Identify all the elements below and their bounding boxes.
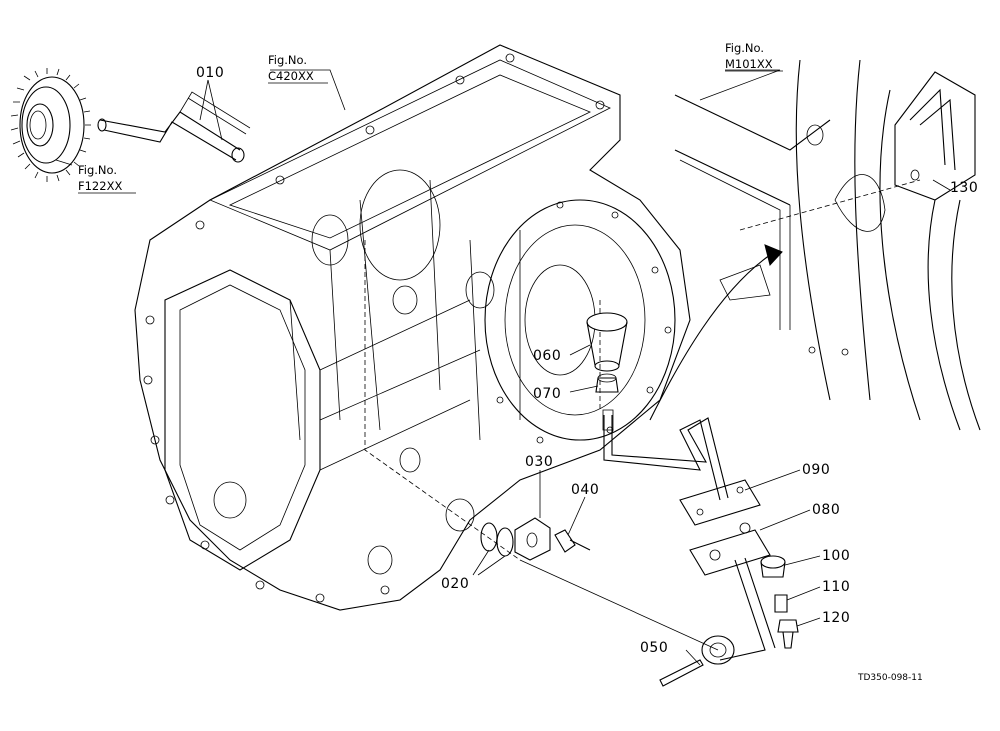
callout-010: 010	[196, 65, 224, 81]
shift-lever-shaft-drawing	[97, 79, 251, 163]
callout-100: 100	[822, 548, 850, 564]
callout-080: 080	[812, 502, 840, 518]
knob-drawing	[586, 312, 628, 372]
drawing-code: TD350-098-11	[857, 673, 923, 683]
fig-ref-detail: Fig.No. M101XX	[725, 41, 783, 72]
pipe-assembly-drawing	[602, 409, 799, 687]
fig-ref-detail-label: Fig.No.	[725, 41, 764, 55]
callout-040: 040	[571, 482, 599, 498]
callout-060: 060	[533, 348, 561, 364]
fig-ref-gear-number: F122XX	[78, 179, 122, 193]
direction-arrow	[649, 244, 783, 421]
callout-070: 070	[533, 386, 561, 402]
fig-ref-housing: Fig.No. C420XX	[268, 53, 328, 84]
callout-020: 020	[441, 576, 469, 592]
callout-050: 050	[640, 640, 668, 656]
seal-plate-drawing	[480, 517, 719, 651]
leader-lines	[55, 69, 951, 666]
callout-030: 030	[525, 454, 553, 470]
callout-110: 110	[822, 579, 850, 595]
fig-ref-housing-label: Fig.No.	[268, 53, 307, 67]
transmission-housing-drawing	[134, 44, 691, 611]
callout-090: 090	[802, 462, 830, 478]
fender-detail-drawing	[674, 59, 981, 431]
fig-ref-gear: Fig.No. F122XX	[78, 163, 136, 194]
fig-ref-housing-number: C420XX	[268, 69, 314, 83]
gear-drawing	[10, 68, 91, 182]
fig-ref-detail-number: M101XX	[725, 57, 773, 71]
callout-130: 130	[950, 180, 978, 196]
callout-120: 120	[822, 610, 850, 626]
fig-ref-gear-label: Fig.No.	[78, 163, 117, 177]
nut-drawing	[595, 373, 619, 393]
